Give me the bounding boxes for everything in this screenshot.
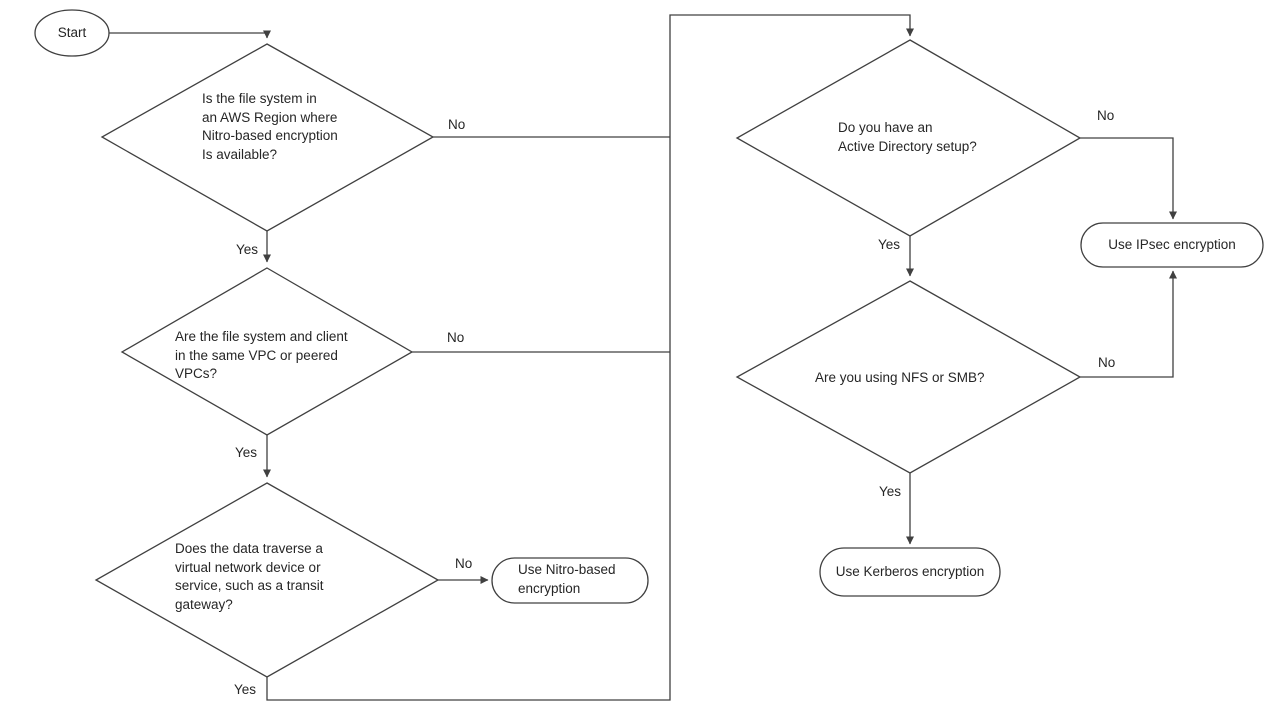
decision-d1-shape <box>100 43 435 232</box>
edge-label-d1-yes: Yes <box>236 242 259 257</box>
edge-label-d3-no: No <box>455 556 473 571</box>
decision-d2-shape <box>120 267 414 436</box>
decision-d4-shape <box>735 39 1082 237</box>
edge-d5-no <box>1080 270 1177 378</box>
start-node-label: Start <box>57 24 87 40</box>
edge-label-d3-yes: Yes <box>234 682 257 697</box>
edge-label-d5-yes: Yes <box>879 484 902 499</box>
terminal-ipsec-shape <box>1080 222 1264 268</box>
edge-label-d1-no: No <box>448 117 466 132</box>
edge-label-d2-no: No <box>447 330 465 345</box>
edge-label-d5-no: No <box>1098 355 1116 370</box>
decision-d5-shape <box>735 280 1082 474</box>
decision-d4-text: Do you have an Active Directory setup? <box>838 120 977 154</box>
decision-d2-text: Are the file system and client in the sa… <box>175 329 348 381</box>
edge-label-d2-yes: Yes <box>235 445 258 460</box>
edge-label-d4-no: No <box>1097 108 1115 123</box>
terminal-nitro-text: Use Nitro-based encryption <box>518 562 616 596</box>
decision-d3-text: Does the data traverse a virtual network… <box>175 541 324 612</box>
edge-d4-no <box>1080 137 1177 220</box>
terminal-kerberos-shape <box>819 547 1001 597</box>
edge-label-d4-yes: Yes <box>878 237 901 252</box>
decision-d1-text: Is the file system in an AWS Region wher… <box>202 91 338 162</box>
terminal-kerberos-text: Use Kerberos encryption <box>835 563 985 579</box>
decision-d5-text: Are you using NFS or SMB? <box>815 370 985 385</box>
terminal-ipsec-text: Use IPsec encryption <box>1108 236 1236 252</box>
edge-start-to-d1 <box>109 30 271 39</box>
terminal-nitro-shape <box>491 557 649 604</box>
start-node-shape <box>34 9 110 57</box>
edge-d3-yes-collector <box>266 14 914 701</box>
decision-d3-shape <box>94 482 440 678</box>
